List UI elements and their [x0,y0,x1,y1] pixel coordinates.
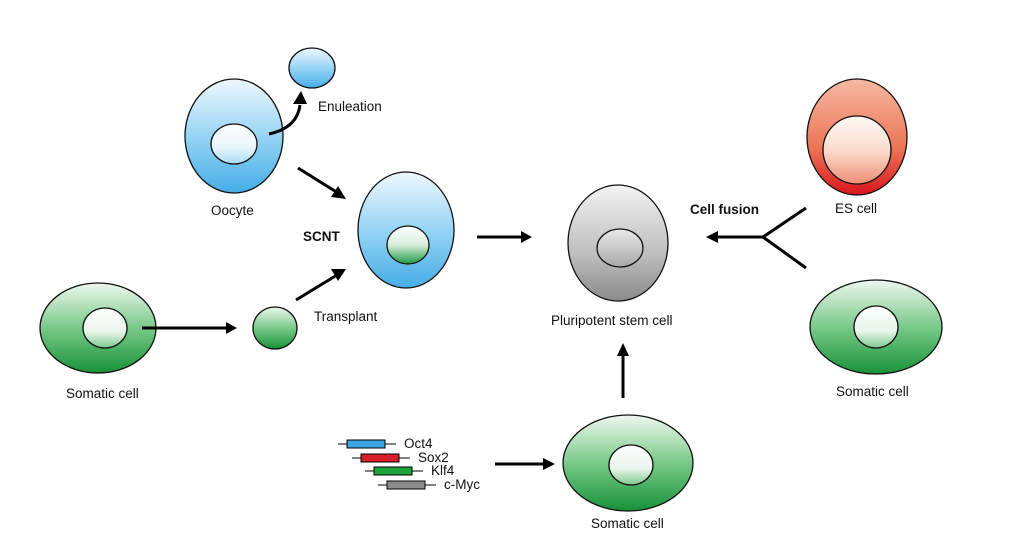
sox2-label: Sox2 [418,450,449,465]
factor-sox2: Sox2 [352,450,449,465]
scnt-to-pluripotent-arrowhead [521,231,532,243]
enucleated-nucleus [288,47,336,89]
fusion-branch-top [762,206,807,239]
somatic-to-pluripotent-arrowhead [617,343,629,356]
transplant-label: Transplant [314,309,378,324]
transplant-to-scnt-arrowhead [331,269,346,281]
oocyte-to-scnt-arrowhead [331,186,346,199]
transplant-nucleus [252,306,298,350]
somatic-nucleus-bottom [608,444,654,486]
es-nucleus [822,115,892,185]
somatic-bottom-label: Somatic cell [591,516,664,531]
oocyte-to-scnt-arrow [297,166,339,195]
pluripotent-nucleus [596,228,644,268]
somatic-nucleus-left [82,307,128,349]
factor-oct4: Oct4 [338,436,433,451]
transplant-to-scnt-arrow [295,273,338,302]
oct4-label: Oct4 [404,436,433,451]
enucleation-label: Enuleation [318,99,382,114]
fusion-branch-bottom [762,235,807,270]
enucleation-arrowhead [293,91,307,104]
scnt-nucleus [386,225,430,265]
cmyc-label: c-Myc [444,477,480,492]
transcription-factors: Oct4 Sox2 Klf4 c-Myc [338,436,480,492]
factor-klf4: Klf4 [365,463,455,478]
scnt-label: SCNT [303,229,341,244]
klf4-label: Klf4 [431,463,455,478]
enucleation-arrow [268,104,302,136]
klf4-bar [373,466,413,476]
cell-fusion-label: Cell fusion [690,202,759,217]
factors-to-somatic-arrowhead [543,458,555,470]
cmyc-bar [386,480,426,490]
somatic-to-transplant-arrowhead [226,322,237,334]
somatic-left-label: Somatic cell [66,386,139,401]
es-cell-label: ES cell [835,201,877,216]
oocyte-label: Oocyte [211,203,254,218]
oct4-bar [346,439,386,449]
pluripotent-label: Pluripotent stem cell [551,313,673,328]
sox2-bar [360,453,400,463]
somatic-nucleus-right [853,305,899,349]
somatic-right-label: Somatic cell [836,384,909,399]
fusion-arrowhead [706,231,718,243]
factor-cmyc: c-Myc [378,477,480,492]
oocyte-nucleus [210,123,258,165]
